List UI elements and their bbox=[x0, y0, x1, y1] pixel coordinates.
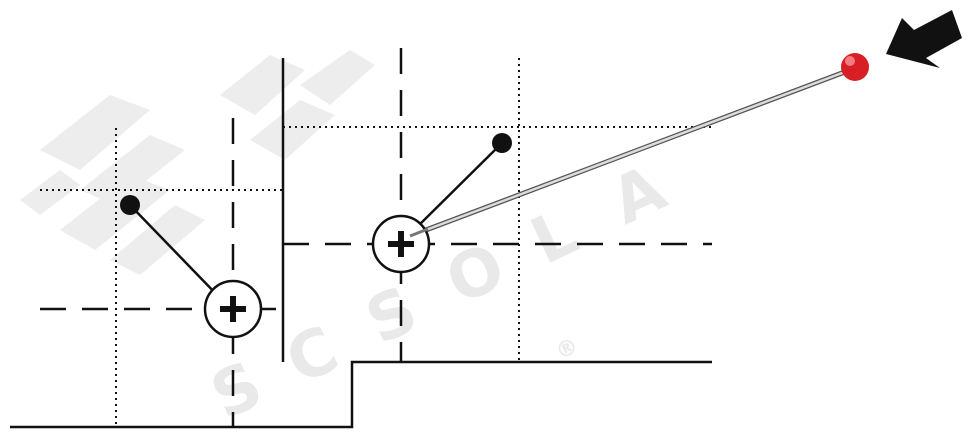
pin-tip bbox=[409, 227, 429, 238]
pin-head-highlight bbox=[845, 56, 855, 66]
right-plus-icon bbox=[388, 231, 414, 257]
pushpin-icon bbox=[407, 53, 869, 239]
watermark-letter-5: L bbox=[520, 195, 588, 279]
left-plus-icon bbox=[220, 296, 246, 322]
arrow-left-icon bbox=[886, 10, 962, 68]
right-crossmark bbox=[371, 133, 512, 274]
right-offset-line bbox=[411, 142, 503, 233]
watermark-letter-3: S bbox=[355, 273, 428, 360]
watermark-letter-6: A bbox=[600, 151, 677, 239]
pin-shaft bbox=[408, 68, 852, 238]
pointer-arrow bbox=[886, 10, 962, 68]
left-assembly bbox=[10, 118, 712, 429]
left-offset-dot bbox=[120, 195, 140, 215]
left-offset-line bbox=[129, 204, 221, 299]
watermark-text: S C S O L A ® bbox=[200, 151, 677, 434]
right-offset-dot bbox=[492, 133, 512, 153]
watermark-letter-1: S bbox=[200, 348, 273, 434]
watermark: S C S O L A ® bbox=[20, 50, 677, 434]
left-outline bbox=[10, 360, 712, 429]
right-assembly bbox=[281, 48, 712, 362]
pin-head bbox=[841, 53, 869, 81]
watermark-superscript: ® bbox=[552, 333, 583, 365]
watermark-logo-mark bbox=[20, 50, 375, 275]
watermark-letter-2: C bbox=[275, 313, 349, 400]
